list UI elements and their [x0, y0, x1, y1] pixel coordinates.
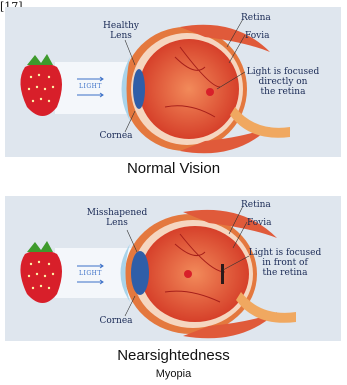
lens — [133, 69, 145, 109]
retina-label: Retina — [241, 13, 281, 23]
cornea-label: Cornea — [91, 316, 141, 326]
cornea-label: Cornea — [91, 131, 141, 141]
myopia-panel: Misshapened Lens Retina Fovia Light is f… — [5, 196, 341, 341]
lens-label: Misshapened Lens — [77, 208, 157, 228]
focus-point — [206, 88, 214, 96]
retina-marker — [221, 264, 224, 284]
fovia-label: Fovia — [245, 31, 285, 41]
normal-vision-panel: Healthy Lens Retina Fovia Light is focus… — [5, 7, 341, 157]
optic-nerve — [236, 292, 296, 323]
focus-label: Light is focused in front of the retina — [239, 248, 331, 278]
lens-label: Healthy Lens — [93, 21, 149, 41]
fovia-label: Fovia — [247, 218, 287, 228]
light-label: LIGHT — [79, 83, 102, 90]
focus-point — [184, 270, 192, 278]
nearsightedness-caption: Nearsightedness — [0, 347, 347, 364]
myopia-subcaption: Myopia — [0, 368, 347, 380]
normal-vision-caption: Normal Vision — [0, 160, 347, 177]
optic-nerve — [230, 107, 290, 138]
focus-label: Light is focused directly on the retina — [237, 67, 329, 97]
light-label: LIGHT — [79, 270, 102, 277]
misshapened-lens — [131, 251, 149, 295]
retina-label: Retina — [241, 200, 281, 210]
